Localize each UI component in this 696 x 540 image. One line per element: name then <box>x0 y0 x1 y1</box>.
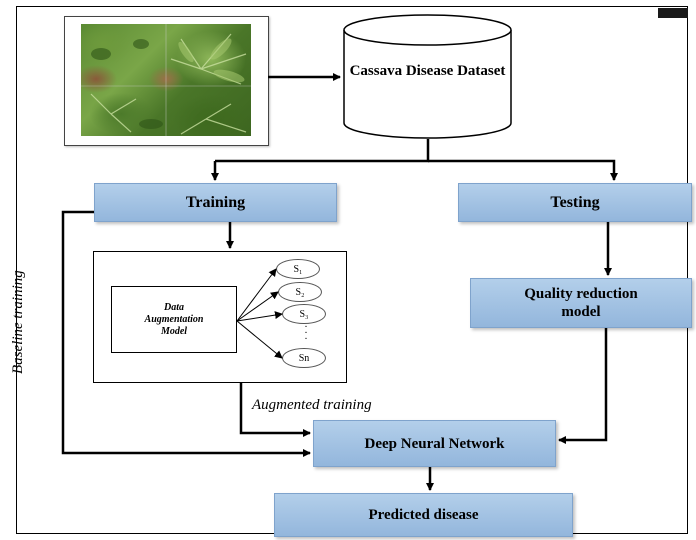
corner-tab <box>658 8 688 18</box>
cassava-leaf-photo <box>81 24 251 136</box>
data-augmentation-model-box: Data Augmentation Model <box>111 286 237 353</box>
arrow-quality-to-dnn <box>558 328 608 444</box>
training-box: Training <box>94 183 337 222</box>
cassava-leaf-photo-frame <box>64 16 269 146</box>
testing-box: Testing <box>458 183 692 222</box>
sample-node-sn: Sn <box>282 348 326 368</box>
quality-reduction-box: Quality reduction model <box>470 278 692 328</box>
predicted-disease-box: Predicted disease <box>274 493 573 537</box>
fan-to-s2 <box>236 291 279 322</box>
leaf-shapes <box>81 24 251 136</box>
arrow-augmented-to-dnn <box>239 383 311 437</box>
dataset-label: Cassava Disease Dataset <box>349 63 506 79</box>
sample-ellipsis: . . . <box>304 319 308 342</box>
deep-neural-network-box: Deep Neural Network <box>313 420 556 467</box>
fan-to-s1 <box>236 268 277 322</box>
arrow-baseline-to-dnn <box>61 210 311 457</box>
fan-to-s3 <box>236 311 283 322</box>
arrow-to-testing <box>428 159 618 181</box>
fan-to-sn <box>236 320 283 359</box>
augmented-training-label: Augmented training <box>252 397 372 413</box>
sample-node-s2: S₂ <box>278 282 322 302</box>
dataset-cylinder <box>343 14 512 139</box>
split-connector <box>215 139 430 163</box>
